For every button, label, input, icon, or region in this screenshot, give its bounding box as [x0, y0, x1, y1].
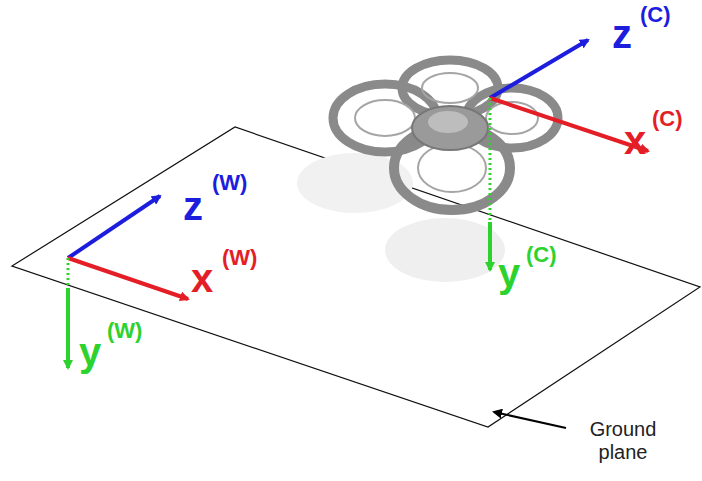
frame-superscript: (W): [107, 320, 142, 342]
leader-arrow: [494, 412, 566, 428]
frame-superscript: (C): [526, 244, 557, 266]
ground-plane: [12, 127, 700, 427]
axis-letter: y: [79, 332, 101, 372]
y-axis: [488, 222, 492, 270]
drone-shadow: [385, 218, 505, 282]
axis-letter: y: [498, 253, 520, 293]
frame-superscript: (W): [222, 247, 257, 269]
y-axis-hidden: [489, 98, 492, 222]
z-axis: [490, 40, 588, 98]
y-axis-hidden: [67, 258, 70, 288]
z-axis: [68, 196, 160, 258]
frame-superscript: (C): [652, 108, 683, 130]
frame-superscript: (C): [640, 4, 671, 26]
drone: [333, 60, 558, 210]
y-axis: [66, 288, 70, 368]
x-axis: [68, 258, 188, 299]
axis-letter: x: [624, 120, 646, 160]
axis-letter: x: [191, 258, 213, 298]
axis-letter: z: [183, 186, 203, 226]
frame-superscript: (W): [212, 172, 247, 194]
axis-letter: z: [612, 14, 632, 54]
callout-label: Ground plane: [568, 418, 678, 464]
